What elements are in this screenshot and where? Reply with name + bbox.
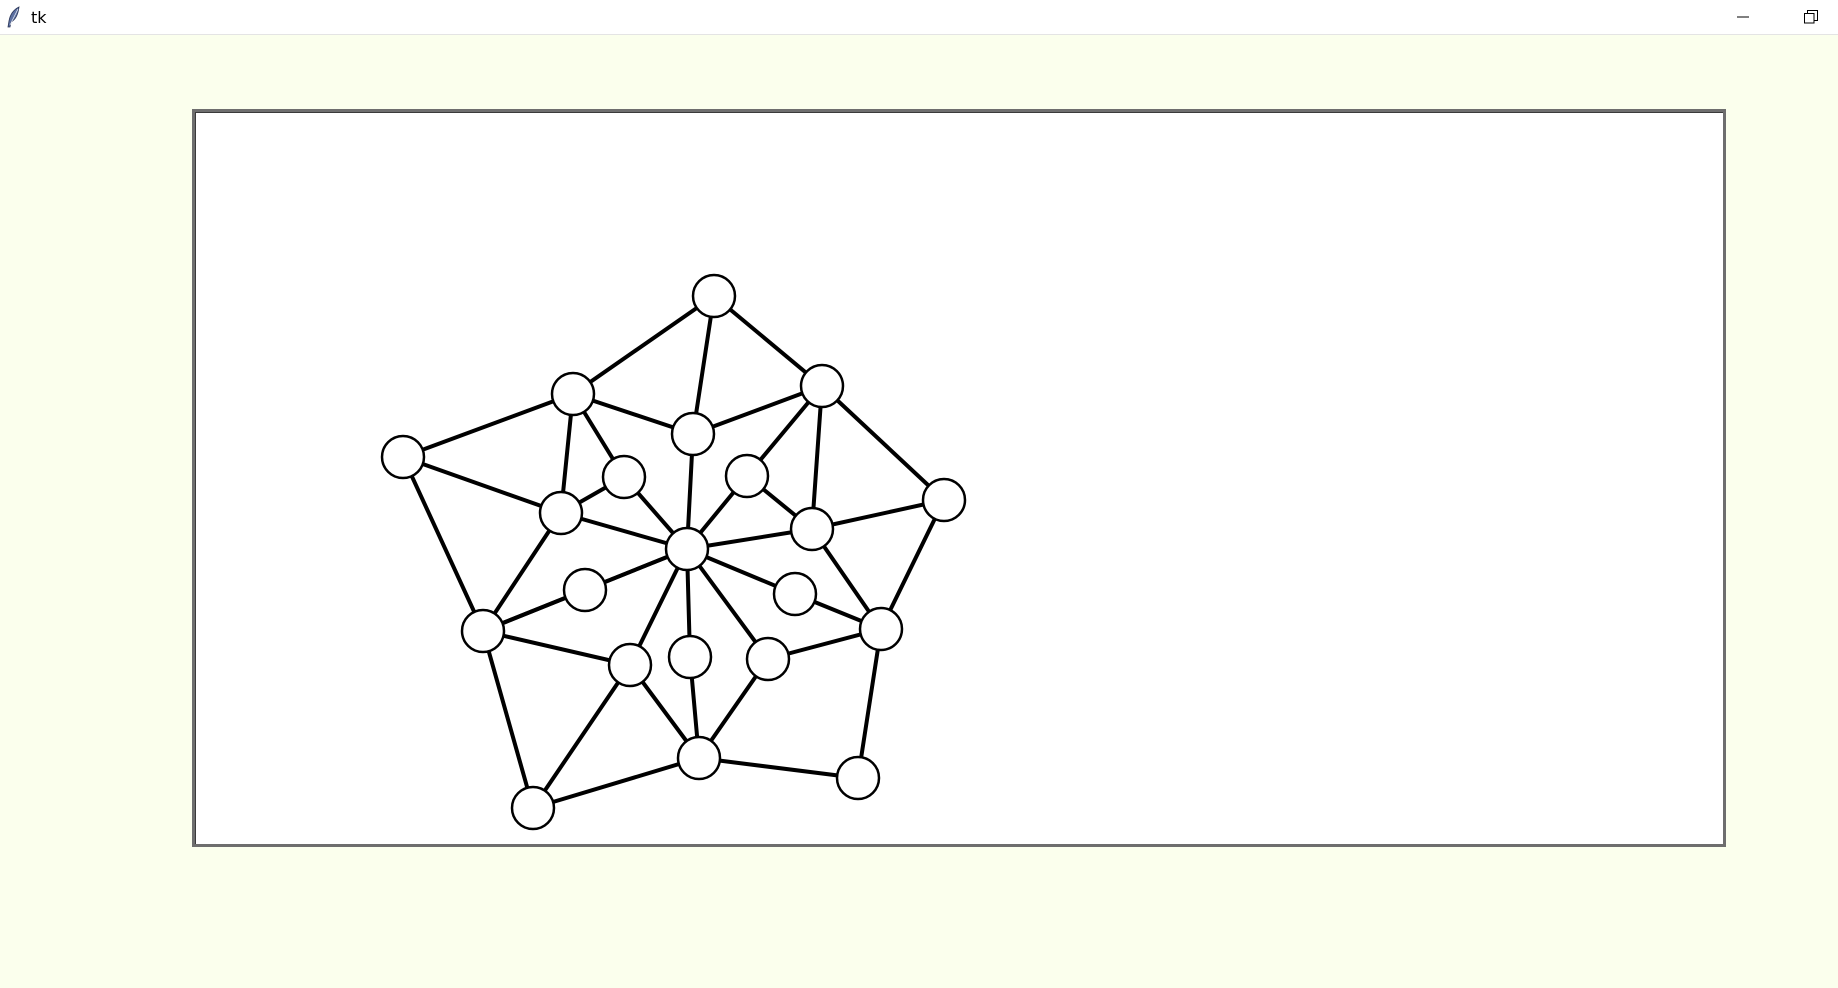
graph-edge (481, 629, 632, 667)
graph-edge (571, 294, 716, 396)
graph-node (745, 636, 791, 682)
tk-feather-icon (7, 6, 20, 28)
graph-node (460, 608, 506, 654)
graph-edge (531, 756, 701, 810)
graph-node (835, 755, 881, 801)
main-window-area (0, 35, 1838, 988)
graph-node (601, 454, 647, 500)
graph-edge (879, 498, 946, 631)
graph-edge (810, 498, 946, 531)
restore-icon (1804, 10, 1818, 24)
graph-edge (820, 384, 946, 502)
graph-node (562, 567, 608, 613)
graph-drawing (380, 273, 967, 831)
graph-edge (481, 511, 563, 633)
graph-node (538, 490, 584, 536)
graph-node (921, 477, 967, 523)
restore-button[interactable] (1788, 0, 1834, 34)
graph-edge (531, 663, 632, 810)
minimize-button[interactable] (1720, 0, 1766, 34)
graph-edge (810, 384, 824, 531)
graph-node (724, 453, 770, 499)
graph-edge (691, 294, 716, 436)
graph-node (380, 434, 426, 480)
window-title: tk (31, 8, 47, 27)
graph-edge (481, 629, 535, 810)
graph-node (664, 526, 710, 572)
graph-edge (856, 627, 883, 780)
graph-node (799, 363, 845, 409)
graph-edge (685, 547, 770, 661)
minimize-icon (1737, 16, 1749, 18)
graph-node (858, 606, 904, 652)
graph-edge (697, 756, 860, 780)
graph-node (772, 571, 818, 617)
canvas-surface[interactable] (195, 112, 1723, 844)
graph-edge (691, 384, 824, 436)
graph-node (789, 506, 835, 552)
graph-nodes (380, 273, 967, 831)
graph-node (510, 785, 556, 831)
title-bar: tk (0, 0, 1838, 35)
graph-edge (712, 294, 824, 388)
drawing-canvas[interactable] (192, 109, 1726, 847)
graph-node (670, 411, 716, 457)
graph-node (550, 371, 596, 417)
graph-edge (401, 455, 485, 633)
graph-node (691, 273, 737, 319)
graph-node (676, 735, 722, 781)
graph-edge (401, 455, 563, 515)
graph-node (607, 642, 653, 688)
graph-node (667, 634, 713, 680)
graph-edge (401, 392, 575, 459)
